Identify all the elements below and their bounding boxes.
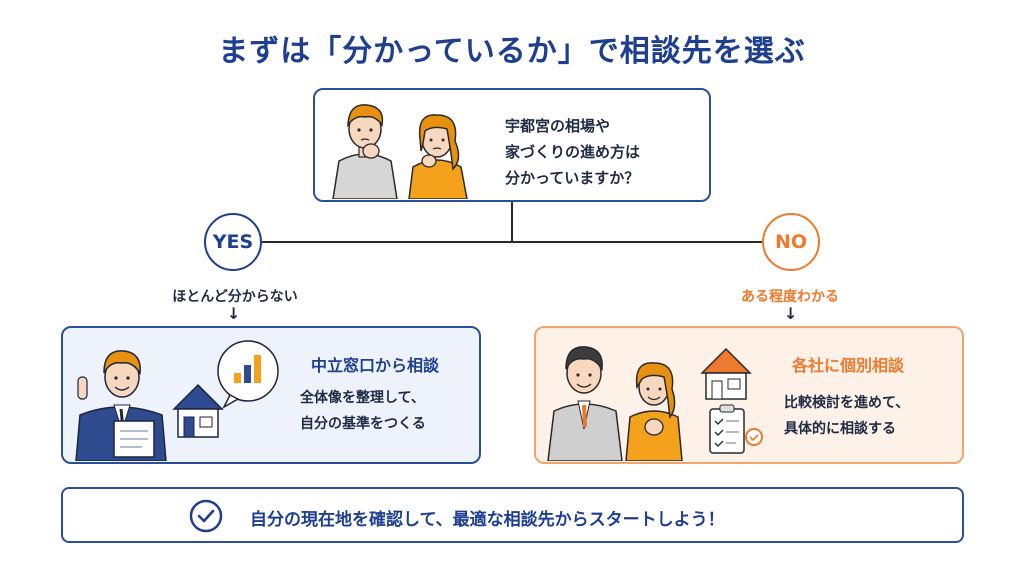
yes-node: YES bbox=[204, 213, 262, 271]
no-node: NO bbox=[762, 213, 820, 271]
conclusion-text: 自分の現在地を確認して、最適な相談先からスタートしよう！ bbox=[250, 510, 725, 530]
question-line: 分かっていますか？ bbox=[505, 169, 640, 187]
individual-card-line: 比較検討を進めて、 bbox=[784, 395, 910, 411]
yes-caption: ほとんど分からない bbox=[172, 289, 298, 305]
advisor-house-illustration bbox=[75, 340, 279, 461]
individual-card-body: 比較検討を進めて、 具体的に相談する bbox=[784, 390, 909, 442]
no-caption: ある程度わかる bbox=[741, 289, 839, 305]
question-line: 家づくりの進め方は bbox=[505, 143, 641, 161]
question-line: 宇都宮の相場や bbox=[505, 117, 611, 135]
neutral-card-line: 自分の基準をつくる bbox=[300, 416, 426, 432]
thinking-couple-illustration bbox=[332, 104, 468, 199]
couple-house-illustration bbox=[547, 346, 763, 461]
yes-arrow-icon: ↓ bbox=[227, 304, 241, 323]
check-circle-icon bbox=[189, 499, 223, 533]
individual-card-title: 各社に個別相談 bbox=[792, 356, 905, 375]
neutral-card-title: 中立窓口から相談 bbox=[311, 356, 440, 375]
individual-card-line: 具体的に相談する bbox=[784, 421, 896, 437]
question-text: 宇都宮の相場や 家づくりの進め方は 分かっていますか？ bbox=[505, 113, 705, 191]
neutral-card-body: 全体像を整理して、 自分の基準をつくる bbox=[300, 385, 426, 437]
neutral-card-line: 全体像を整理して、 bbox=[300, 390, 425, 406]
no-arrow-icon: ↓ bbox=[784, 304, 798, 323]
page-title: まずは「分かっているか」で相談先を選ぶ bbox=[218, 34, 806, 69]
